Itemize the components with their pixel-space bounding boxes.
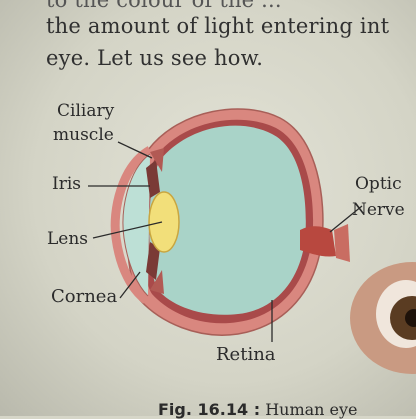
ciliary-label-line1: Ciliary [57,101,115,121]
ciliary-lower [150,270,164,294]
paragraph-line-1: the amount of light entering int [46,14,390,38]
ciliary-upper [150,148,164,172]
lens-shape [148,191,180,253]
figure-title: Human eye [265,400,358,419]
cornea-leader [119,271,141,299]
cornea-shape [110,146,153,304]
figure-number: Fig. 16.14 : [158,400,261,419]
optic-label-line2: Nerve [352,200,405,220]
paragraph-line-2: eye. Let us see how. [46,46,264,70]
retina-label: Retina [216,344,276,365]
eye-photo [350,262,416,374]
vitreous-body [149,125,306,315]
optic-leader [329,205,363,233]
optic-label-line1: Optic [355,174,402,194]
figure-caption: Fig. 16.14 : Human eye [158,400,358,419]
paragraph-line-0: to the colour of the ... [46,0,282,12]
cornea-label: Cornea [51,286,118,307]
lens-label: Lens [47,229,89,249]
lens-leader [92,221,163,239]
ciliary-leader [117,141,153,159]
ciliary-label-line2: muscle [53,125,114,145]
iris-lower [146,242,160,280]
optic-nerve-shape [300,226,336,257]
iris-upper [146,160,160,198]
iris-label: Iris [52,174,82,194]
